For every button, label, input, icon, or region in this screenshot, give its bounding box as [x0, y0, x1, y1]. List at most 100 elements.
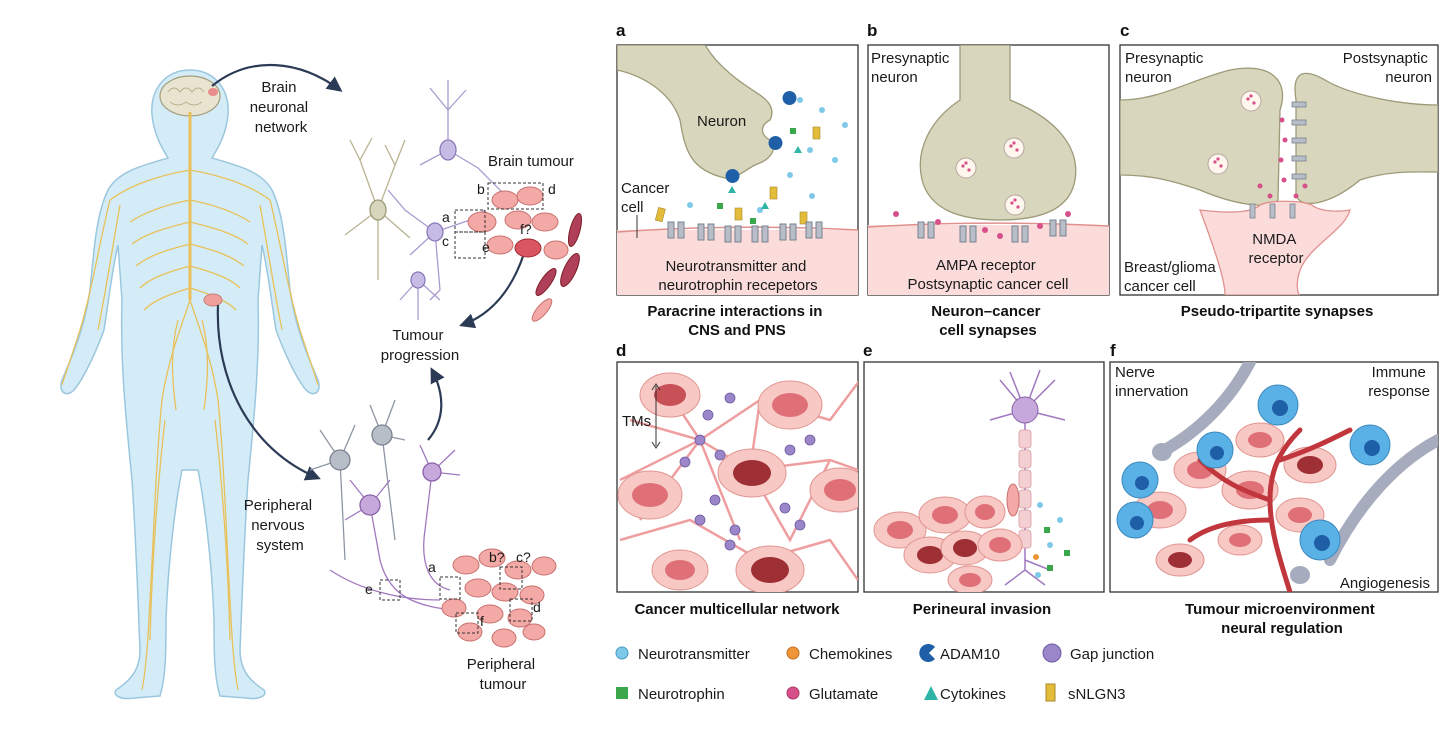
periph-box-d: d	[533, 599, 541, 615]
svg-text:Neuron–cancer cell synap: Neuron–cancer cell synapses	[931, 303, 1044, 339]
legend-label-neurotransmitter: Neurotransmitter	[638, 646, 750, 663]
adam10-icon	[919, 644, 935, 662]
legend-label-adam10: ADAM10	[940, 646, 1000, 663]
panel-f-immune-1: Immune	[1372, 364, 1426, 381]
svg-text:Brain neuronal network: Brain neuronal network	[250, 79, 313, 136]
panel-e-caption: Perineural invasion	[913, 601, 1051, 618]
svg-text:Tumour microenvironment: Tumour microenvironment neural regulatio…	[1185, 601, 1379, 637]
panel-f-letter: f	[1110, 341, 1116, 360]
svg-text:Peripheral tumour: Peripheral tumour	[467, 656, 540, 693]
brain-network-label-3: network	[255, 119, 308, 136]
neurotrophin-icon	[616, 687, 628, 699]
svg-text:b d a c e: b d a c e f?	[442, 181, 560, 255]
panel-b-receptor-2: Postsynaptic cancer cell	[908, 276, 1069, 293]
peripheral-tumour-label-1: Peripheral	[467, 656, 535, 673]
panel-a-cancer-label-1: Cancer	[621, 180, 669, 197]
panel-f-nerve-2: innervation	[1115, 383, 1188, 400]
panel-d: d T	[616, 341, 859, 618]
brain-box-c: c	[442, 233, 449, 249]
panel-b-caption-2: cell synapses	[939, 322, 1037, 339]
peripheral-tumour-cells	[441, 548, 557, 648]
panel-a-receptors-label-2: neurotrophin recepetors	[658, 277, 817, 294]
panel-a-neuron-label: Neuron	[697, 113, 746, 130]
legend-label-gap-junction: Gap junction	[1070, 646, 1154, 663]
svg-text:Nerve innervation: Nerve innervation	[1115, 364, 1188, 400]
brain-box-b: b	[477, 181, 485, 197]
chemokines-icon	[786, 646, 800, 660]
brain-icon	[159, 75, 221, 117]
panel-f: f	[1109, 341, 1439, 637]
panel-f-immune-2: response	[1368, 383, 1430, 400]
panel-c-postsynaptic-2: neuron	[1385, 69, 1432, 86]
tumour-progression-label-1: Tumour	[392, 327, 443, 344]
brain-box-d: d	[548, 181, 556, 197]
peripheral-tumour-label-2: tumour	[480, 676, 527, 693]
brain-box-a: a	[442, 209, 450, 225]
panel-b-letter: b	[867, 21, 877, 40]
panel-e-letter: e	[863, 341, 872, 360]
brain-neurons	[344, 80, 511, 320]
peripheral-ns-label-2: nervous	[251, 517, 304, 534]
panel-d-caption: Cancer multicellular network	[634, 601, 840, 618]
legend: Neurotransmitter Chemokines ADAM10 Gap j…	[615, 643, 1154, 703]
legend-label-cytokines: Cytokines	[940, 686, 1006, 703]
legend-label-snlgn3: sNLGN3	[1068, 686, 1126, 703]
gap-junction-icon	[1042, 643, 1062, 663]
panel-d-letter: d	[616, 341, 626, 360]
panel-b-presynaptic-2: neuron	[871, 69, 918, 86]
periph-box-c: c?	[516, 549, 531, 565]
svg-text:Peripheral nervous sys: Peripheral nervous system	[244, 497, 317, 554]
svg-text:Cancer cell: Cancer cell	[621, 180, 674, 216]
panel-a-cancer-label-2: cell	[621, 199, 644, 216]
brain-tumour-cells	[467, 186, 583, 322]
panel-a-letter: a	[616, 21, 626, 40]
panel-c-presynaptic-2: neuron	[1125, 69, 1172, 86]
panel-b-presynaptic-1: Presynaptic	[871, 50, 950, 67]
svg-text:NMDA receptor: NMDA receptor	[1248, 231, 1303, 267]
legend-label-glutamate: Glutamate	[809, 686, 878, 703]
panel-f-caption-1: Tumour microenvironment	[1185, 601, 1375, 618]
tumour-progression-label-2: progression	[381, 347, 459, 364]
panel-c-receptor-2: receptor	[1248, 250, 1303, 267]
legend-label-chemokines: Chemokines	[809, 646, 892, 663]
brain-network-label-2: neuronal	[250, 99, 308, 116]
periph-box-f: f	[480, 613, 484, 629]
panel-b-receptor-1: AMPA receptor	[936, 257, 1036, 274]
peripheral-neurons	[309, 399, 461, 611]
svg-text:Neurotransmitter and neu: Neurotransmitter and neurotrophin recepe…	[658, 258, 817, 294]
panel-c: c Presynaptic neuron Postsynaptic neuron…	[1119, 21, 1439, 320]
svg-text:Immune response: Immune response	[1368, 364, 1430, 400]
panel-c-receptor-1: NMDA	[1252, 231, 1296, 248]
panel-c-letter: c	[1120, 21, 1129, 40]
brain-box-f: f?	[520, 221, 532, 237]
panel-c-presynaptic-1: Presynaptic	[1125, 50, 1204, 67]
neurotransmitter-icon	[615, 646, 629, 660]
snlgn3-icon	[1045, 683, 1056, 702]
peripheral-ns-label-3: system	[256, 537, 304, 554]
panel-a-caption-1: Paracrine interactions in	[647, 303, 822, 320]
svg-text:Presynaptic neuron: Presynaptic neuron	[871, 50, 954, 86]
panel-c-caption: Pseudo-tripartite synapses	[1181, 303, 1374, 320]
panel-c-postsynaptic-1: Postsynaptic	[1343, 50, 1429, 67]
svg-text:AMPA receptor Postsynapt: AMPA receptor Postsynaptic cancer cell	[908, 257, 1069, 293]
svg-text:Postsynaptic neuron: Postsynaptic neuron	[1343, 50, 1432, 86]
human-body	[60, 69, 320, 700]
panel-f-nerve-1: Nerve	[1115, 364, 1155, 381]
panel-a-caption-2: CNS and PNS	[688, 322, 786, 339]
peripheral-ns-label-1: Peripheral	[244, 497, 312, 514]
svg-text:Breast/glioma cancer cel: Breast/glioma cancer cell	[1124, 259, 1220, 295]
panel-b-caption-1: Neuron–cancer	[931, 303, 1040, 320]
periph-box-b: b?	[489, 549, 505, 565]
svg-text:Tumour progression: Tumour progression	[381, 327, 459, 364]
panel-a: a Neuron Cancer cell	[616, 21, 859, 339]
panel-a-receptors-label-1: Neurotransmitter and	[665, 258, 806, 275]
panel-f-angio: Angiogenesis	[1340, 575, 1430, 592]
panel-b: b Presynaptic neuron AMPA receptor Posts…	[867, 21, 1110, 339]
panel-f-caption-2: neural regulation	[1221, 620, 1343, 637]
periph-box-a: a	[428, 559, 436, 575]
glutamate-icon	[786, 686, 800, 700]
brain-box-e: e	[482, 239, 490, 255]
panel-c-cancer-2: cancer cell	[1124, 278, 1196, 295]
periph-box-e: e	[365, 581, 373, 597]
